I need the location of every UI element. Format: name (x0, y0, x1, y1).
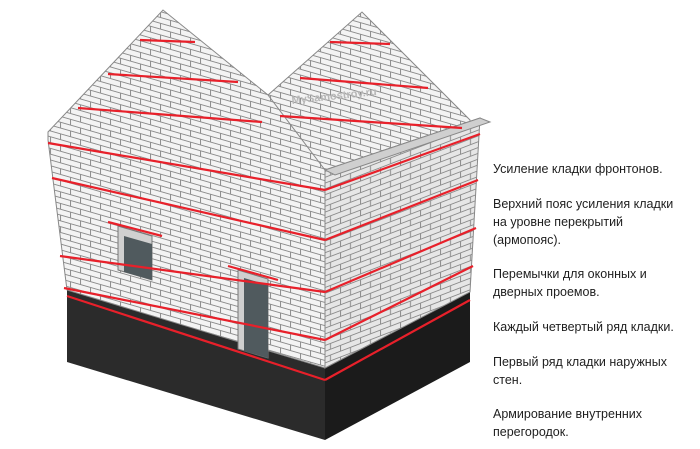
foundation (67, 290, 470, 440)
legend-item-armopoyas: Верхний пояс усиления кладки на уровне п… (493, 197, 674, 247)
door-opening (237, 269, 269, 359)
foundation-front (67, 290, 325, 440)
reinforcement-lines (47, 38, 481, 382)
lintel-window (107, 220, 163, 238)
first-row-reinforcement-side (324, 299, 471, 381)
wall-top (323, 117, 492, 176)
gable-reinforcement-front-3 (77, 106, 263, 124)
row-reinforcement-side-3 (324, 265, 474, 341)
first-row-reinforcement-front (66, 294, 326, 382)
armopoyas-side (324, 132, 481, 192)
row-reinforcement-front-3 (63, 286, 326, 342)
legend-item-internal-partitions: Армирование внутренних перегородок. (493, 407, 642, 439)
gable-reinforcement-rear-3 (279, 114, 463, 130)
armopoyas-front (47, 141, 326, 192)
row-reinforcement-side-2 (324, 226, 477, 294)
gable-reinforcement-front-2 (107, 72, 239, 84)
lintel-door (227, 264, 279, 282)
gable-reinforcement-front-1 (139, 38, 196, 44)
legend-item-gable: Усиление кладки фронтонов. (493, 162, 663, 176)
legend-item-every-fourth-row: Каждый четвертый ряд кладки. (493, 320, 674, 334)
row-reinforcement-front-1 (51, 176, 326, 242)
foundation-side (325, 292, 470, 440)
window-opening (117, 225, 153, 281)
row-reinforcement-side-1 (324, 178, 479, 242)
legend-item-lintels: Перемычки для оконных и дверных проемов. (493, 267, 647, 299)
gable-reinforcement-rear-1 (329, 40, 391, 46)
legend-item-first-row: Первый ряд кладки наружных стен. (493, 355, 667, 387)
gable-reinforcement-rear-2 (299, 76, 429, 90)
row-reinforcement-front-2 (59, 254, 326, 294)
